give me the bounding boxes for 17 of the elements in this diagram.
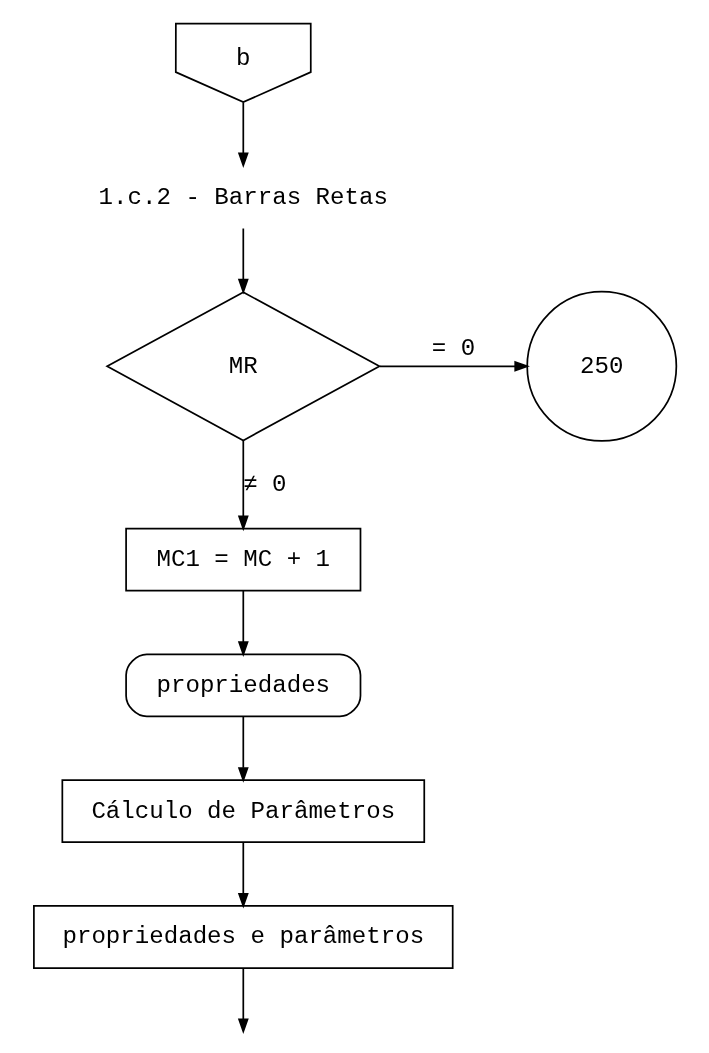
node-box: propriedades: [124, 653, 361, 718]
arrow: [237, 227, 249, 295]
arrow: [237, 967, 249, 1035]
arrow: [237, 715, 249, 783]
node-diamond: MR: [104, 291, 381, 442]
node-box: MC1 = MC + 1: [124, 527, 361, 592]
arrow: [237, 590, 249, 657]
node-box: Cálculo de Parâmetros: [60, 779, 425, 844]
arrow: [237, 440, 249, 532]
arrow: [237, 841, 249, 909]
arrow: [378, 360, 530, 372]
arrow: [237, 101, 249, 169]
edge-label: ≠ 0: [242, 470, 287, 498]
node-box: propriedades e parâmetros: [32, 905, 454, 969]
node-text: 1.c.2 - Barras Retas: [98, 183, 388, 211]
edge-label: = 0: [431, 334, 475, 362]
node-circle: 250: [525, 290, 677, 442]
